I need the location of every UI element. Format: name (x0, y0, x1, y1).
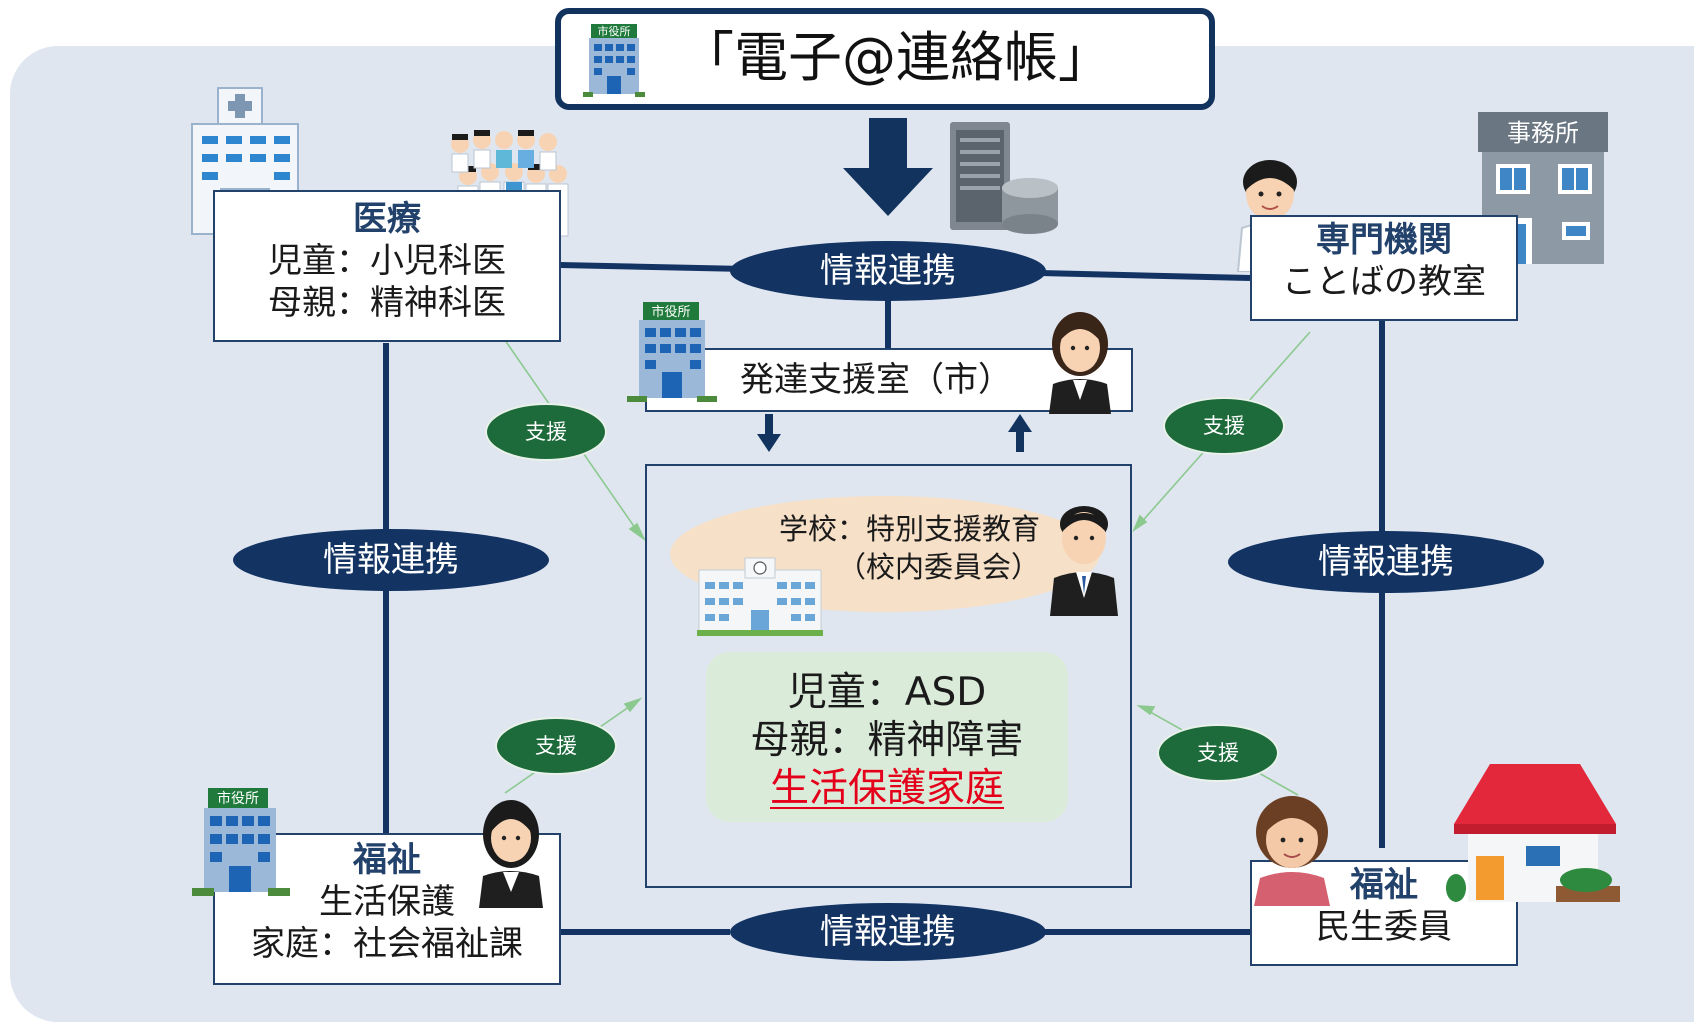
city-hall-icon-welfare: 市役所 (192, 788, 290, 896)
medical-box: 医療 児童：小児科医 母親：精神科医 (213, 190, 561, 342)
medical-child-line: 児童：小児科医 (268, 241, 506, 281)
specialist-line: ことばの教室 (1282, 262, 1486, 302)
support-oval-top-left: 支援 (485, 403, 607, 461)
support-oval-bottom-right: 支援 (1157, 724, 1279, 782)
medical-heading: 医療 (353, 199, 421, 239)
medical-mother-line: 母親：精神科医 (268, 283, 506, 323)
welfare-left-line1: 生活保護 (319, 882, 455, 922)
specialist-box: 専門機関 ことばの教室 (1250, 215, 1518, 321)
welfare-left-heading: 福祉 (353, 840, 421, 880)
city-hall-icon: 市役所 (583, 24, 645, 97)
caseworker-icon (479, 800, 543, 908)
case-mother: 母親：精神障害 (750, 718, 1024, 763)
title-box (555, 8, 1215, 110)
case-welfare: 生活保護家庭 (769, 766, 1004, 811)
down-arrow-big (843, 118, 933, 216)
elderly-volunteer-icon (1254, 796, 1330, 906)
principal-icon (1050, 506, 1118, 616)
school-building-icon (697, 557, 823, 636)
svg-text:市役所: 市役所 (651, 304, 690, 320)
svg-text:市役所: 市役所 (217, 790, 259, 807)
line-top-specialist (1039, 270, 1251, 281)
case-child: 児童：ASD (787, 670, 987, 715)
server-icon (950, 122, 1058, 234)
arrow-down-small (757, 414, 781, 452)
school-text: 学校：特別支援教育 （校内委員会） (700, 510, 1040, 586)
svg-text:市役所: 市役所 (598, 24, 631, 38)
case-box: 児童：ASD 母親：精神障害 生活保護家庭 (706, 652, 1068, 822)
title: 「電子@連絡帳」 (680, 26, 1112, 89)
support-oval-bottom-left: 支援 (495, 717, 617, 775)
city-hall-icon-dev: 市役所 (627, 302, 717, 402)
info-link-oval-bottom: 情報連携 (730, 903, 1046, 961)
info-link-oval-right: 情報連携 (1228, 531, 1544, 593)
arrow-up-small (1008, 414, 1032, 452)
welfare-left-line2: 家庭：社会福祉課 (251, 924, 523, 964)
welfare-right-line1: 民生委員 (1316, 907, 1452, 947)
info-link-oval-top: 情報連携 (730, 241, 1046, 301)
support-oval-top-right: 支援 (1163, 397, 1285, 455)
school-line2: （校内委員会） (836, 550, 1040, 584)
info-link-oval-left: 情報連携 (233, 529, 549, 591)
specialist-heading: 専門機関 (1316, 220, 1452, 260)
svg-text:事務所: 事務所 (1507, 119, 1579, 147)
line-medical-top (559, 262, 746, 272)
female-staff-icon (1049, 312, 1111, 414)
house-icon (1446, 764, 1620, 902)
school-line1: 学校：特別支援教育 (778, 512, 1040, 546)
welfare-right-heading: 福祉 (1350, 865, 1418, 905)
